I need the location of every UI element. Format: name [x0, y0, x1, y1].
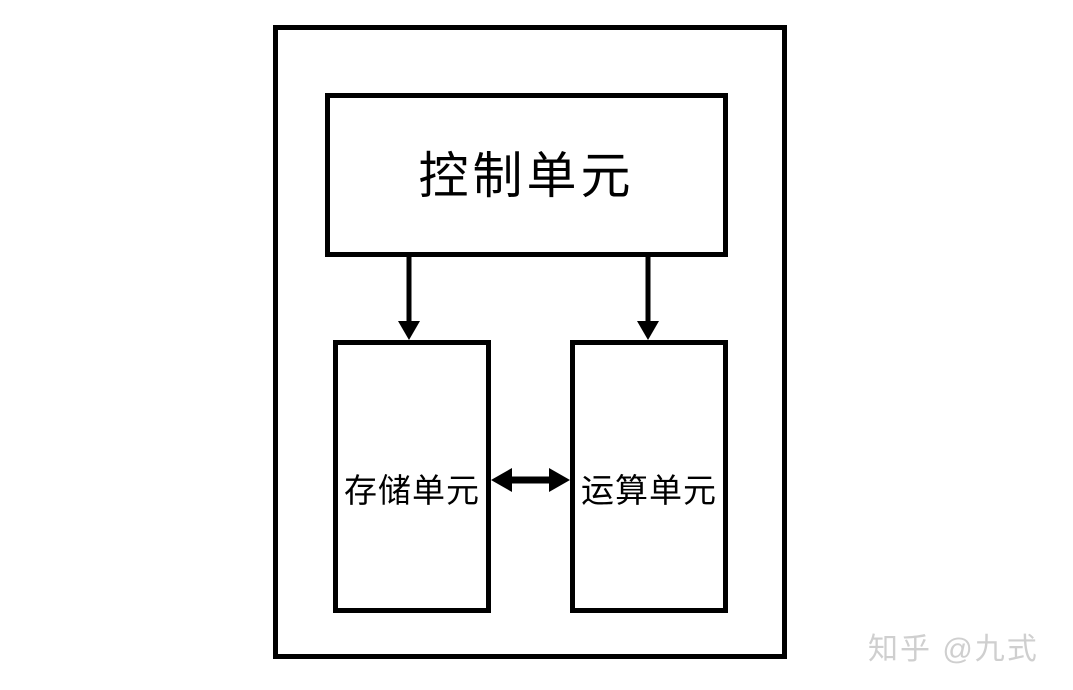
node-control-unit: 控制单元: [325, 93, 728, 257]
arithmetic-unit-label: 运算单元: [581, 473, 717, 510]
node-storage-unit: 存储单元: [333, 340, 491, 613]
node-arithmetic-unit: 运算单元: [570, 340, 728, 613]
control-unit-label: 控制单元: [418, 148, 635, 204]
storage-unit-label: 存储单元: [344, 473, 480, 510]
zhihu-watermark: 知乎 @九式: [868, 633, 1039, 666]
